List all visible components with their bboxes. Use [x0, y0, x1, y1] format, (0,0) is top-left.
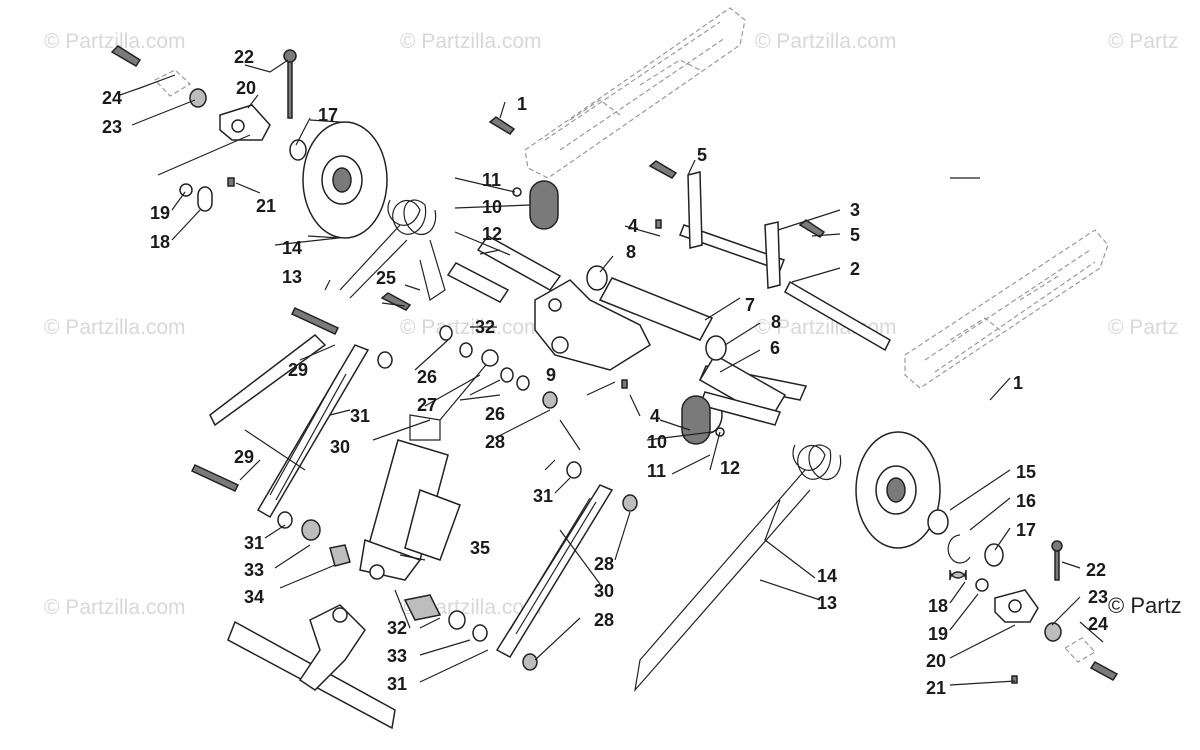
lower-right-hardware	[949, 540, 1119, 684]
watermark: © Partzilla.com	[44, 30, 186, 53]
callout-label: 3	[850, 200, 860, 220]
callout-label: 20	[926, 651, 946, 671]
callout-label: 1	[1013, 373, 1023, 393]
watermark: © Partz	[1108, 30, 1179, 53]
upper-rail	[524, 7, 746, 179]
callout-label: 1	[517, 94, 527, 114]
callout-label: 14	[817, 566, 837, 586]
callout-label: 4	[650, 406, 660, 426]
callout-label: 32	[475, 317, 495, 337]
watermark: © Partzilla.com	[400, 30, 542, 53]
upper-left-hardware	[110, 45, 297, 212]
callout-label: 29	[234, 447, 254, 467]
callout-label: 10	[482, 197, 502, 217]
callout-label: 27	[417, 395, 437, 415]
callout-label: 21	[256, 196, 276, 216]
upper-spacer	[512, 180, 727, 361]
callout-label: 19	[150, 203, 170, 223]
callout-label: 30	[330, 437, 350, 457]
lower-left-cross-shaft	[227, 604, 396, 730]
upper-right-brackets	[488, 116, 826, 289]
callout-label: 25	[376, 268, 396, 288]
callout-label: 13	[282, 267, 302, 287]
callout-label: 23	[1088, 587, 1108, 607]
upper-spring	[339, 199, 446, 301]
callout-label: 11	[647, 461, 666, 481]
callout-label: 31	[350, 406, 370, 426]
callout-label: 29	[288, 360, 308, 380]
watermark: © Partzilla.com	[44, 596, 186, 619]
watermark: © Partzilla.com	[755, 30, 897, 53]
left-link-bars	[190, 292, 614, 658]
callout-label: 26	[417, 367, 437, 387]
callout-label: 24	[1088, 614, 1108, 634]
watermark: © Partz	[1108, 316, 1179, 339]
callout-label: 8	[626, 242, 636, 262]
callout-label: 21	[926, 678, 946, 698]
callout-label: 28	[594, 554, 614, 574]
callout-label: 34	[244, 587, 264, 607]
callout-label: 30	[594, 581, 614, 601]
callout-label: 18	[150, 232, 170, 252]
callout-label: 24	[102, 88, 122, 108]
callout-label: 31	[387, 674, 407, 694]
center-bracket	[534, 279, 651, 371]
callout-label: 9	[546, 365, 556, 385]
callout-label: 17	[318, 105, 338, 125]
callout-label: 12	[720, 458, 740, 478]
callout-label: 14	[282, 238, 302, 258]
callout-label: 12	[482, 224, 502, 244]
callout-label: 18	[928, 596, 948, 616]
callout-label: 8	[771, 312, 781, 332]
callout-label: 22	[234, 47, 254, 67]
lower-spacer	[681, 395, 725, 445]
callout-label: 33	[387, 646, 407, 666]
callout-label: 15	[1016, 462, 1036, 482]
callout-label: 35	[470, 538, 490, 558]
lower-hardware	[277, 219, 662, 671]
callout-label: 28	[594, 610, 614, 630]
callout-label: 4	[628, 216, 638, 236]
callout-label: 23	[102, 117, 122, 137]
callout-label: 19	[928, 624, 948, 644]
callout-label: 5	[697, 145, 707, 165]
callout-label: 10	[647, 432, 667, 452]
callout-label: 16	[1016, 491, 1036, 511]
callout-label: 31	[244, 533, 264, 553]
callout-label: 5	[850, 225, 860, 245]
callout-label: 33	[244, 560, 264, 580]
callout-label: 32	[387, 618, 407, 638]
center-shafts	[446, 224, 891, 434]
upper-wheel	[289, 119, 388, 239]
lower-wheel	[855, 431, 1004, 567]
callout-label: 22	[1086, 560, 1106, 580]
lower-spring	[634, 444, 842, 692]
lower-rail	[904, 229, 1109, 389]
callout-label: 11	[482, 170, 501, 190]
callout-label: 20	[236, 78, 256, 98]
callout-label: 6	[770, 338, 780, 358]
callout-label: 31	[533, 486, 553, 506]
callout-label: 2	[850, 259, 860, 279]
callout-label: 7	[745, 295, 755, 315]
watermark: © Partzilla.com	[44, 316, 186, 339]
callout-label: 13	[817, 593, 837, 613]
callout-label: 28	[485, 432, 505, 452]
shock-absorber	[359, 349, 499, 581]
callout-label: 26	[485, 404, 505, 424]
watermark: © Partz	[1108, 593, 1182, 618]
leader-lines	[119, 59, 1104, 686]
callout-label: 17	[1016, 520, 1036, 540]
